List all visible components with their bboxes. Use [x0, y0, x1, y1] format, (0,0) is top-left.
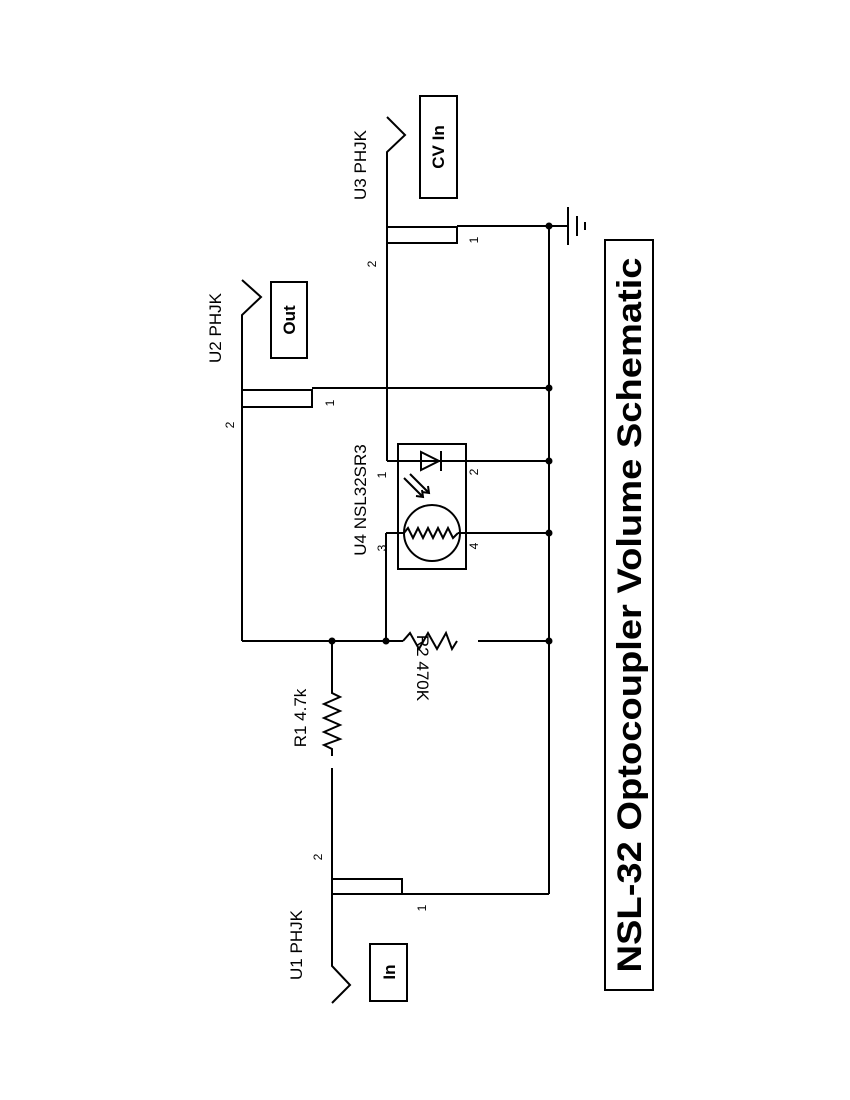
jack-u3: 2 1 U3 PHJK — [351, 116, 549, 461]
net-label-in: In — [369, 943, 408, 1002]
junction-dots — [328, 222, 553, 645]
light-arrows-icon — [403, 473, 431, 499]
u1-pin1-label: 1 — [415, 904, 429, 911]
u3-pin2-label: 2 — [365, 260, 379, 267]
u4-ref-label: U4 NSL32SR3 — [351, 444, 370, 556]
net-label-cv-in: CV In — [419, 95, 458, 199]
u3-ref-label: U3 PHJK — [351, 129, 370, 200]
u2-ref-label: U2 PHJK — [206, 292, 225, 363]
resistor-r2: R2 470K — [402, 630, 458, 702]
u4-pin1-label: 1 — [375, 471, 389, 478]
led-diode-icon — [420, 450, 442, 472]
u2-pin1-label: 1 — [323, 399, 337, 406]
net-label-out: Out — [270, 281, 308, 359]
u2-pin2-label: 2 — [223, 421, 237, 428]
u3-pin1-label: 1 — [467, 236, 481, 243]
u4-pin2-label: 2 — [467, 468, 481, 475]
r2-ref-label: R2 470K — [413, 635, 432, 702]
svg-text:CV In: CV In — [429, 125, 448, 168]
title-block: NSL-32 Optocoupler Volume Schematic — [604, 239, 654, 991]
r1-ref-label: R1 4.7k — [291, 688, 310, 747]
jack-u1: 2 1 U1 PHJK — [287, 768, 549, 1004]
schematic-title: NSL-32 Optocoupler Volume Schematic — [611, 258, 649, 973]
ground-symbol — [549, 207, 586, 245]
u1-pin2-label: 2 — [311, 853, 325, 860]
u4-pin4-label: 4 — [467, 542, 481, 549]
optocoupler-u4: 1 2 3 4 U4 NSL32SR3 — [351, 443, 549, 641]
jack-u2: 2 1 U2 PHJK — [206, 279, 549, 641]
svg-text:Out: Out — [280, 305, 299, 335]
resistor-r1: R1 4.7k — [291, 641, 343, 756]
svg-text:In: In — [380, 964, 399, 979]
u4-pin3-label: 3 — [375, 544, 389, 551]
u1-ref-label: U1 PHJK — [287, 909, 306, 980]
